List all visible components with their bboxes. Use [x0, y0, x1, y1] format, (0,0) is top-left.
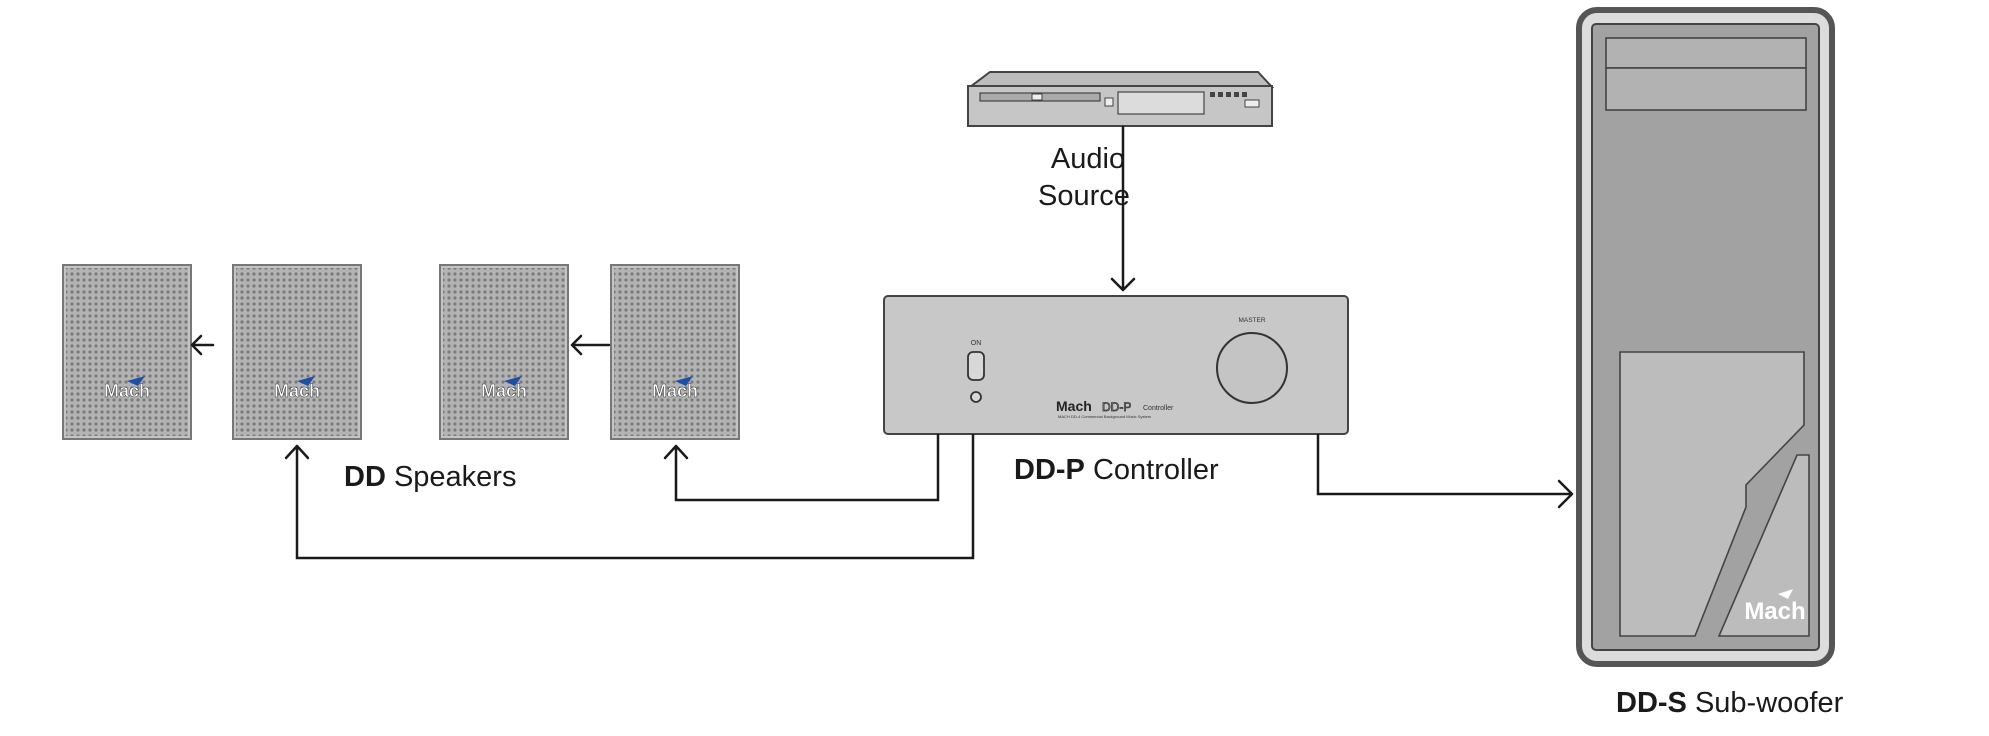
speaker-1-grille [66, 268, 188, 436]
subwoofer-logo: Mach [1744, 598, 1805, 625]
speaker-3-logo: Mach [481, 381, 527, 401]
subwoofer-caption-rest: Sub-woofer [1687, 687, 1844, 719]
controller-caption-bold: DD-P [1014, 454, 1085, 486]
dvd-side-button [1244, 99, 1260, 108]
speaker-3-grille [443, 268, 565, 436]
arrow-speaker4-to-speaker3 [570, 334, 611, 356]
controller-model-text: DD-P [1102, 400, 1131, 414]
speakers-caption-rest: Speakers [386, 461, 517, 493]
dvd-top-panel [967, 71, 1275, 88]
dvd-power-button [1104, 97, 1114, 107]
controller-power-led [970, 391, 982, 403]
subwoofer-top-strip-1 [1605, 37, 1807, 69]
subwoofer-device: Mach [1576, 7, 1835, 667]
audio-source-device [967, 71, 1275, 127]
speakers-caption: DD Speakers [344, 461, 516, 493]
controller-master-knob [1216, 332, 1288, 404]
speaker-1-logo: Mach [104, 381, 150, 401]
wire-controller-to-speaker2 [295, 434, 975, 560]
subwoofer-top-strip-2 [1605, 67, 1807, 111]
subwoofer-caption-bold: DD-S [1616, 687, 1687, 719]
controller-device: ON MASTER Mach DD-P Controller MACH DD-4… [883, 295, 1349, 435]
controller-on-label: ON [971, 340, 982, 347]
audio-source-label-line1: Audio [1051, 143, 1125, 175]
controller-tagline: MACH DD-4 Commercial Background Music Sy… [1058, 414, 1152, 419]
speaker-4-logo-accent [675, 376, 693, 386]
arrow-speaker2-to-speaker1 [190, 334, 215, 356]
audio-source-label-line2: Source [1038, 180, 1130, 212]
arrow-source-to-controller [1110, 125, 1136, 292]
arrow-into-subwoofer [1557, 479, 1574, 509]
arrow-into-speaker2 [284, 444, 310, 460]
controller-brand-logo: Mach [1056, 398, 1092, 414]
speaker-4-logo: Mach [652, 381, 698, 401]
speaker-1-logo-accent [127, 376, 145, 386]
wire-controller-to-speaker4 [674, 434, 940, 502]
speaker-4-grille [614, 268, 736, 436]
speaker-1: Mach [62, 264, 192, 440]
controller-caption: DD-P Controller [1014, 454, 1219, 486]
speaker-2-grille [236, 268, 358, 436]
controller-power-switch [967, 351, 985, 381]
controller-word: Controller [1143, 405, 1174, 412]
dvd-tray-button [1031, 93, 1043, 101]
dvd-control-buttons [1210, 92, 1247, 97]
speaker-2: Mach [232, 264, 362, 440]
controller-chassis [883, 295, 1349, 435]
arrow-into-speaker4 [663, 444, 689, 460]
speaker-3-logo-accent [504, 376, 522, 386]
speaker-4: Mach [610, 264, 740, 440]
controller-master-label: MASTER [1238, 317, 1265, 324]
speakers-caption-bold: DD [344, 461, 386, 493]
wire-controller-to-subwoofer [1316, 434, 1571, 496]
dvd-display [1117, 91, 1205, 115]
subwoofer-port-panel [1619, 351, 1805, 637]
subwoofer-logo-accent [1778, 589, 1793, 599]
speaker-2-logo: Mach [274, 381, 320, 401]
controller-caption-rest: Controller [1085, 454, 1219, 486]
speaker-3: Mach [439, 264, 569, 440]
subwoofer-caption: DD-S Sub-woofer [1616, 687, 1844, 719]
subwoofer-logo-panel [1717, 454, 1810, 637]
speaker-2-logo-accent [297, 376, 315, 386]
